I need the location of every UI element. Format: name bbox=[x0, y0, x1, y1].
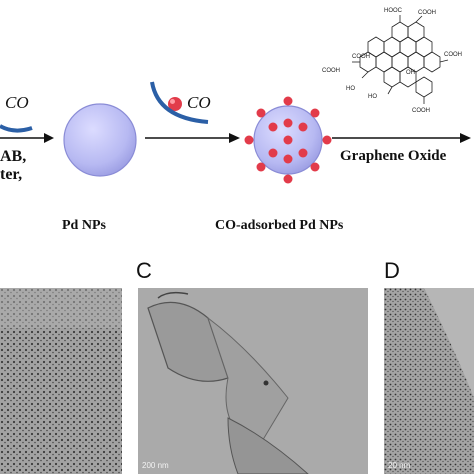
middle-co-label: CO bbox=[187, 93, 211, 112]
co-adsorbed-label: CO-adsorbed Pd NPs bbox=[215, 218, 344, 233]
left-arc bbox=[0, 124, 33, 133]
panel-c-scalebar: 200 nm bbox=[142, 461, 169, 470]
left-text-line1: AB, bbox=[0, 148, 27, 165]
left-arrow bbox=[0, 133, 54, 143]
left-co-label: CO bbox=[5, 93, 29, 112]
tem-panel-c: 200 nm bbox=[138, 288, 368, 474]
go-group-7: COOH bbox=[444, 52, 462, 58]
go-group-4: HO bbox=[346, 86, 355, 92]
tem-panel-b bbox=[0, 288, 122, 474]
go-group-2: COOH bbox=[418, 10, 436, 16]
panel-d-scalebar: 20 nm bbox=[388, 461, 411, 470]
co-adsorbed-pd-nanoparticle bbox=[244, 96, 332, 184]
middle-arrow bbox=[145, 133, 240, 143]
go-group-3: COOH bbox=[322, 68, 340, 74]
go-group-5: OH bbox=[406, 70, 415, 76]
right-arrow bbox=[332, 133, 471, 143]
go-group-9: COOH bbox=[352, 54, 370, 60]
tem-panel-d: 20 nm bbox=[384, 288, 474, 474]
co-molecule-icon bbox=[168, 97, 182, 111]
go-group-1: HOOC bbox=[384, 8, 403, 14]
go-group-6: HO bbox=[368, 94, 377, 100]
graphene-oxide-label: Graphene Oxide bbox=[340, 148, 447, 164]
go-group-8: COOH bbox=[412, 108, 430, 114]
pd-nps-label: Pd NPs bbox=[62, 218, 106, 233]
graphene-oxide-structure: HOOC COOH COOH HO OH HO COOH COOH COOH bbox=[322, 8, 462, 114]
middle-arc bbox=[150, 81, 209, 124]
panel-c-label: C bbox=[136, 258, 152, 283]
pd-nanoparticle-sphere bbox=[63, 103, 137, 177]
left-text-line2: ter, bbox=[0, 166, 23, 183]
panel-d-label: D bbox=[384, 258, 400, 283]
